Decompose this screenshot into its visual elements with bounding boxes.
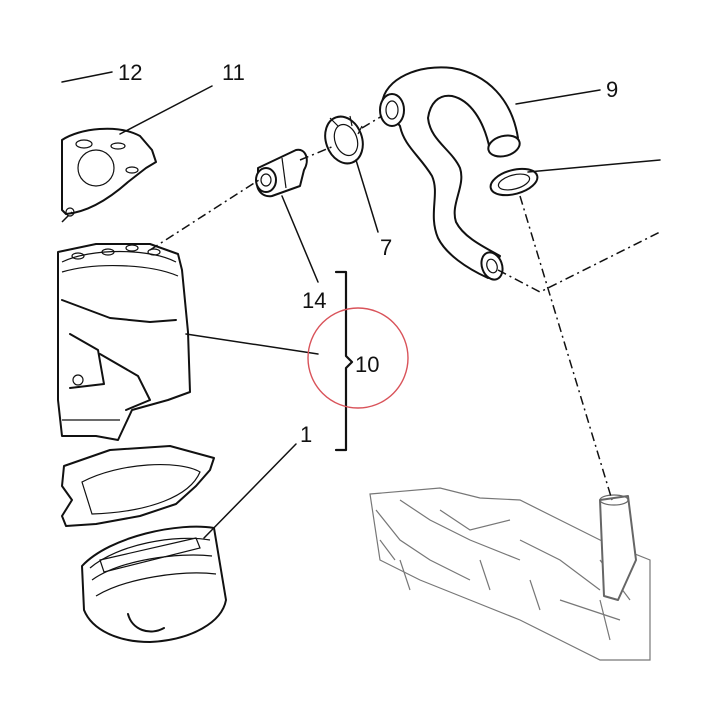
hose-clamp-part-2: [489, 167, 539, 197]
group-bracket: [334, 270, 354, 452]
callout-12: 12: [118, 60, 142, 85]
radiator-hose-part: [379, 66, 521, 281]
piston-part: [81, 525, 227, 643]
callout-7: 7: [380, 235, 392, 260]
head-gasket-part: [61, 127, 157, 217]
assembly-lines: [61, 115, 661, 501]
callout-14: 14: [302, 288, 326, 313]
callout-10: 10: [355, 352, 379, 377]
base-gasket-part: [61, 445, 215, 527]
cylinder-part: [57, 243, 191, 441]
union-fitting-part: [255, 148, 308, 198]
callout-1: 1: [300, 422, 312, 447]
highlight-circle: [307, 307, 409, 409]
leader-lines: [61, 71, 661, 539]
hose-clamp-part: [324, 115, 364, 165]
callout-11: 11: [222, 60, 245, 85]
engine-frame-background: [369, 487, 651, 661]
callout-9: 9: [606, 77, 618, 102]
